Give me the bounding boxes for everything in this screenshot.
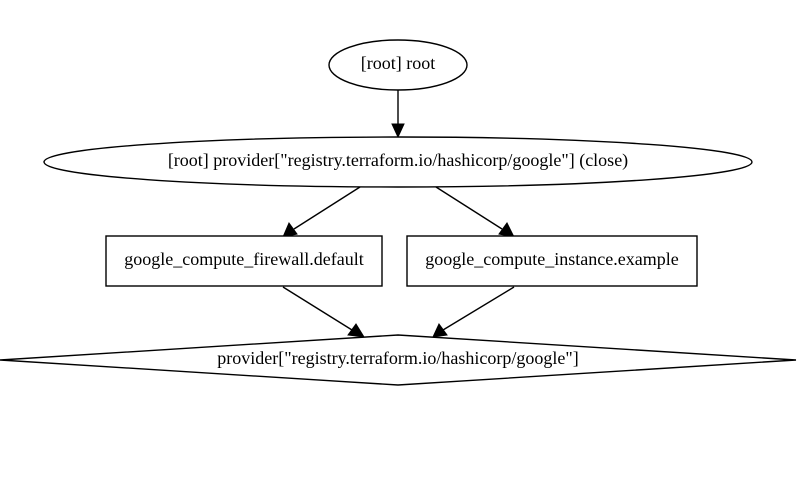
- edge-provider-close-to-instance: [435, 186, 515, 238]
- node-instance-label: google_compute_instance.example: [425, 249, 678, 269]
- edge-instance-to-provider: [432, 286, 515, 338]
- node-root-label: [root] root: [361, 53, 435, 73]
- node-instance: google_compute_instance.example: [406, 235, 698, 287]
- edge-root-to-provider-close: [391, 90, 405, 139]
- edge-provider-close-to-firewall: [282, 186, 361, 238]
- edge-firewall-to-provider: [282, 286, 365, 338]
- node-firewall: google_compute_firewall.default: [105, 235, 383, 287]
- node-provider-label: provider["registry.terraform.io/hashicor…: [217, 348, 578, 368]
- node-provider-close-label: [root] provider["registry.terraform.io/h…: [168, 150, 628, 171]
- node-provider: provider["registry.terraform.io/hashicor…: [0, 334, 797, 386]
- node-root: [root] root: [328, 39, 468, 91]
- node-firewall-label: google_compute_firewall.default: [124, 249, 363, 269]
- node-provider-close: [root] provider["registry.terraform.io/h…: [43, 136, 753, 188]
- edges: [282, 90, 515, 338]
